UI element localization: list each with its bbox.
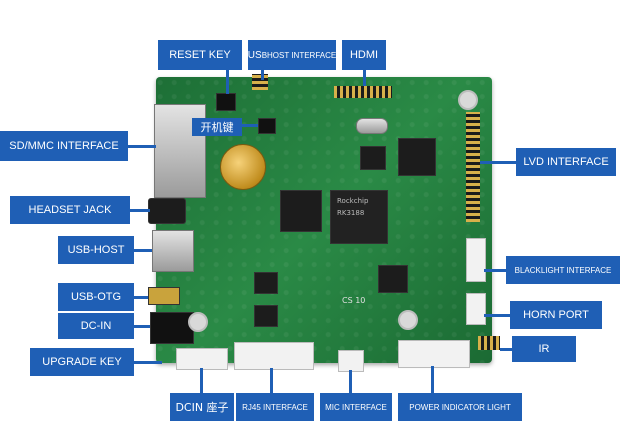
leader-line [226,70,229,94]
label-mic-interface: MIC INTERFACE [320,393,392,421]
label-blacklight-text: BLACKLIGHT INTERFACE [514,265,612,275]
hdmi-header [334,86,392,98]
ir-header [478,336,500,350]
memory-chip [280,190,322,232]
leader-line [363,70,366,86]
label-power-indicator-text: POWER INDICATOR LIGHT [409,402,511,412]
crystal-can [356,118,388,134]
leader-line [484,269,506,272]
label-reset-key-text: RESET KEY [169,49,231,61]
memory-chip [398,138,436,176]
leader-line [261,70,264,80]
mounting-hole [398,310,418,330]
label-horn-port-text: HORN PORT [523,309,589,321]
memory-chip [378,265,408,293]
label-dc-in: DC-IN [58,313,134,339]
label-sd-mmc-interface: SD/MMC INTERFACE [0,131,128,161]
usb-otg-port [148,287,180,305]
small-ic [360,146,386,170]
cpu-chip: Rockchip RK3188 [330,190,388,244]
label-upgrade-key-text: UPGRADE KEY [42,356,122,368]
label-dcin-text: DCIN 座子 [175,401,229,414]
coin-battery [220,144,266,190]
label-horn-port: HORN PORT [510,301,602,329]
label-rj45-text: RJ45 INTERFACE [242,402,308,412]
label-power-key: 开机键 [192,118,242,136]
cpu-model-text: RK3188 [337,209,365,217]
rj45-connector [234,342,314,370]
label-mic-text: MIC INTERFACE [325,402,387,412]
dcin-connector [176,348,228,370]
label-ir: IR [512,336,576,362]
leader-line [484,314,510,317]
label-reset-key: RESET KEY [158,40,242,70]
lvd-header [466,112,480,222]
label-hdmi: HDMI [342,40,386,70]
label-power-indicator-light: POWER INDICATOR LIGHT [398,393,522,421]
reset-key [216,93,236,111]
label-lvd-interface: LVD INTERFACE [516,148,616,176]
label-dcin: DCIN 座子 [170,393,234,421]
label-rj45-interface: RJ45 INTERFACE [236,393,314,421]
label-headset-jack: HEADSET JACK [10,196,130,224]
label-usb-host-text: USB-HOST [67,244,125,256]
backlight-connector [466,238,486,282]
usbhost-header [252,74,268,90]
leader-line [134,361,162,364]
dc-in-jack [150,312,194,344]
leader-line [130,209,150,212]
leader-line [500,348,512,351]
label-blacklight-interface: BLACKLIGHT INTERFACE [506,256,620,284]
leader-line [200,368,203,393]
inductor [254,272,278,294]
label-sd-mmc-text: SD/MMC INTERFACE [9,140,119,152]
label-hdmi-text: HDMI [349,49,379,61]
leader-line [128,145,156,148]
leader-line [134,296,148,299]
label-lvd-text: LVD INTERFACE [523,156,609,168]
label-upgrade-key: UPGRADE KEY [30,348,134,376]
label-usb-otg: USB-OTG [58,283,134,311]
label-usbhost-suffix: BHOST INTERFACE [261,50,337,60]
label-dc-in-text: DC-IN [80,320,112,332]
label-headset-jack-text: HEADSET JACK [28,204,112,216]
leader-line [134,325,150,328]
leader-line [270,368,273,393]
inductor [254,305,278,327]
leader-line [242,124,258,127]
headset-jack [148,198,186,224]
label-ir-text: IR [538,343,550,355]
mounting-hole [458,90,478,110]
label-usb-otg-text: USB-OTG [70,291,122,303]
leader-line [349,370,352,393]
label-power-key-text: 开机键 [200,121,234,134]
label-usb-host: USB-HOST [58,236,134,264]
usb-host-port [152,230,194,272]
power-indicator-connector [398,340,470,368]
mic-connector [338,350,364,372]
power-key [258,118,276,134]
leader-line [480,161,516,164]
mounting-hole [188,312,208,332]
pcb-mark: CS 10 [342,296,366,305]
cpu-brand-text: Rockchip [337,197,369,205]
horn-connector [466,293,486,325]
leader-line [134,249,152,252]
label-usbhost-prefix: US [247,49,262,61]
leader-line [431,366,434,393]
